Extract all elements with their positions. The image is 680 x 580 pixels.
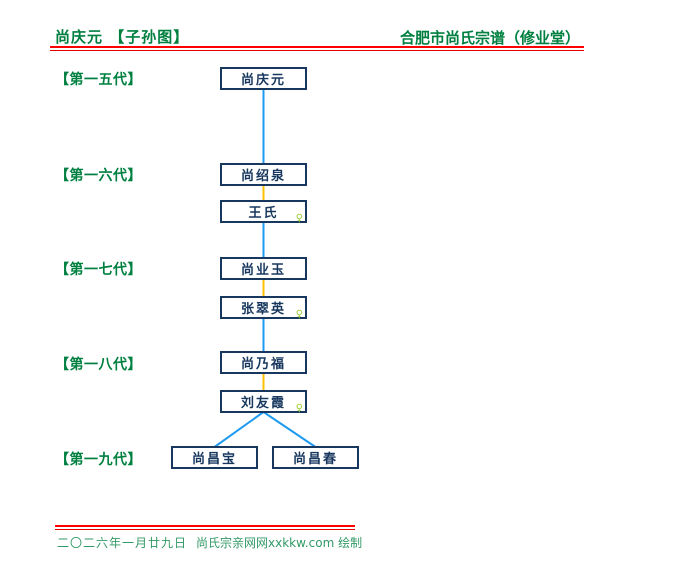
generation-label-16: 【第一六代】 [55, 168, 142, 184]
female-gender-icon: ♀ [295, 309, 303, 320]
person-box-shang-changbao[interactable]: 尚昌宝 [171, 446, 258, 469]
person-box-shang-shaoquan[interactable]: 尚绍泉 [220, 163, 307, 186]
footer-credit: 尚氏宗亲网网xxkkw.com 绘制 [196, 536, 363, 550]
female-gender-icon: ♀ [295, 403, 303, 414]
connector-child-youxia-changchun [262, 411, 317, 448]
person-box-shang-naifu[interactable]: 尚乃福 [220, 351, 307, 374]
person-name: 尚乃福 [240, 357, 286, 372]
generation-label-17: 【第一七代】 [55, 262, 142, 278]
person-name: 张翠英 [240, 302, 286, 317]
person-name: 尚业玉 [240, 263, 286, 278]
person-name: 尚昌宝 [191, 452, 237, 467]
person-box-shang-changchun[interactable]: 尚昌春 [272, 446, 359, 469]
person-box-shang-qingyuan[interactable]: 尚庆元 [220, 67, 307, 90]
person-name: 尚昌春 [292, 452, 338, 467]
person-box-liu-youxia[interactable]: 刘友霞 ♀ [220, 390, 307, 414]
female-gender-icon: ♀ [295, 213, 303, 224]
generation-label-15: 【第一五代】 [55, 72, 142, 88]
footer-date: 二〇二六年一月廿九日 [57, 536, 188, 550]
person-box-wang-shi[interactable]: 王氏 ♀ [220, 200, 307, 224]
person-name: 王氏 [248, 206, 279, 221]
person-box-zhang-cuiying[interactable]: 张翠英 ♀ [220, 296, 307, 320]
person-name: 刘友霞 [240, 396, 286, 411]
book-title: 合肥市尚氏宗谱（修业堂） [400, 29, 581, 47]
person-box-shang-yeyu[interactable]: 尚业玉 [220, 257, 307, 280]
person-name: 尚庆元 [240, 73, 286, 88]
generation-label-18: 【第一八代】 [55, 357, 142, 373]
generation-label-19: 【第一九代】 [55, 452, 142, 468]
header-divider-rule [50, 46, 584, 51]
person-name: 尚绍泉 [240, 169, 286, 184]
footer-divider-rule [55, 525, 355, 530]
page-title: 尚庆元 【子孙图】 [55, 28, 190, 46]
connector-child-youxia-changbao [213, 411, 265, 448]
